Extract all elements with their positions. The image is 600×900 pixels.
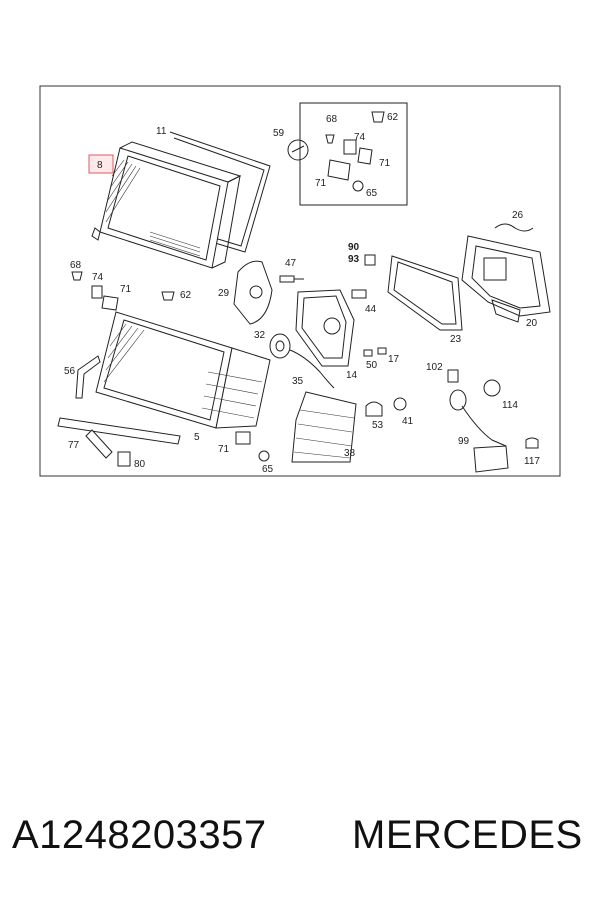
label-68[interactable]: 68 <box>326 114 338 125</box>
part-32-holder <box>269 333 335 389</box>
part-50-bulb <box>363 349 373 357</box>
part-5-lamp-unit <box>95 311 271 429</box>
label-99[interactable]: 99 <box>458 436 470 447</box>
part-114-grommet <box>483 379 501 397</box>
label-65[interactable]: 65 <box>262 464 274 475</box>
footer: A1248203357 MERCEDES <box>0 805 600 865</box>
brand-name: MERCEDES <box>352 812 583 857</box>
label-5[interactable]: 5 <box>194 432 200 443</box>
parts-diagram: 8 11 59 68 74 62 71 71 65 26 68 74 71 62… <box>39 85 561 477</box>
label-53[interactable]: 53 <box>372 420 384 431</box>
label-114[interactable]: 114 <box>502 400 518 411</box>
label-102[interactable]: 102 <box>426 362 443 373</box>
part-56-bracket <box>75 355 101 399</box>
label-47[interactable]: 47 <box>285 258 297 269</box>
part-44-bulb <box>351 289 367 299</box>
label-62[interactable]: 62 <box>180 290 192 301</box>
part-8-headlamp-lens <box>91 141 242 269</box>
part-41-socket <box>393 397 407 411</box>
part-77-hose <box>85 429 113 459</box>
part-80-clip <box>117 451 131 467</box>
highlight-box[interactable] <box>88 154 114 174</box>
label-90[interactable]: 90 <box>348 242 360 253</box>
label-71[interactable]: 71 <box>379 158 391 169</box>
label-11[interactable]: 11 <box>156 126 167 137</box>
label-23[interactable]: 23 <box>450 334 462 345</box>
label-17[interactable]: 17 <box>388 354 400 365</box>
part-17-bulb <box>377 347 387 355</box>
label-26[interactable]: 26 <box>512 210 524 221</box>
part-20-housing <box>461 235 551 323</box>
label-41[interactable]: 41 <box>402 416 414 427</box>
part-71-clip <box>235 431 251 445</box>
inset-fasteners <box>287 111 385 192</box>
label-93[interactable]: 93 <box>348 254 360 265</box>
part-65-screw <box>258 450 270 462</box>
label-29[interactable]: 29 <box>218 288 230 299</box>
label-59[interactable]: 59 <box>273 128 285 139</box>
part-47-screw <box>279 275 304 283</box>
label-50[interactable]: 50 <box>366 360 378 371</box>
label-80[interactable]: 80 <box>134 459 146 470</box>
part-number: A1248203357 <box>12 812 267 857</box>
label-38[interactable]: 38 <box>344 448 356 459</box>
part-90-clip <box>364 254 376 266</box>
part-14-reflector <box>295 289 355 367</box>
label-74[interactable]: 74 <box>92 272 104 283</box>
label-20[interactable]: 20 <box>526 318 538 329</box>
part-99-harness <box>447 369 509 473</box>
label-68[interactable]: 68 <box>70 260 82 271</box>
label-117[interactable]: 117 <box>524 456 540 467</box>
label-65[interactable]: 65 <box>366 188 378 199</box>
left-fasteners <box>71 271 175 311</box>
label-56[interactable]: 56 <box>64 366 76 377</box>
label-32[interactable]: 32 <box>254 330 266 341</box>
part-53-bulb <box>365 401 383 417</box>
label-35[interactable]: 35 <box>292 376 304 387</box>
label-77[interactable]: 77 <box>68 440 80 451</box>
part-117-bulb <box>525 437 539 449</box>
label-74[interactable]: 74 <box>354 132 366 143</box>
label-62[interactable]: 62 <box>387 112 399 123</box>
part-77-strip <box>57 417 181 445</box>
label-8[interactable]: 8 <box>97 160 103 171</box>
part-23-seal <box>387 255 463 331</box>
fastener-inset-box <box>299 102 408 206</box>
part-26-wire <box>494 223 534 232</box>
part-38-indicator <box>291 391 357 463</box>
label-44[interactable]: 44 <box>365 304 377 315</box>
label-14[interactable]: 14 <box>346 370 358 381</box>
label-71[interactable]: 71 <box>315 178 327 189</box>
part-29-shell <box>233 260 273 325</box>
label-71[interactable]: 71 <box>218 444 230 455</box>
label-71[interactable]: 71 <box>120 284 132 295</box>
